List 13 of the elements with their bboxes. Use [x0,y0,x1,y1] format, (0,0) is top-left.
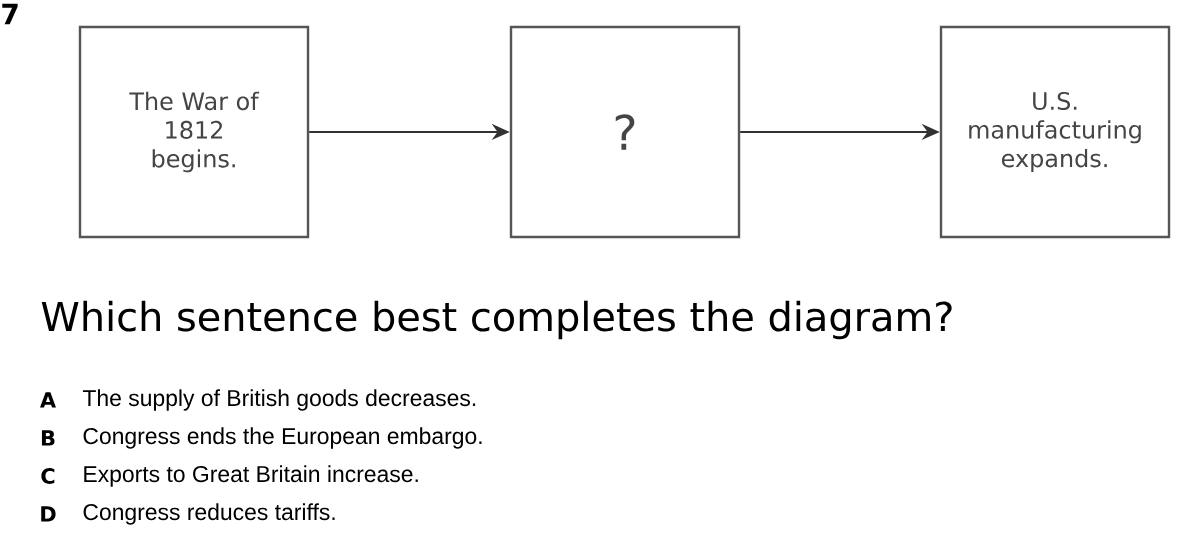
option-text: Exports to Great Britain increase. [84,465,418,487]
question-text: Which sentence best completes the diagram? [41,300,952,340]
option-letter: B [41,430,55,446]
option-text: Congress reduces tariffs. [83,503,335,525]
option-text: The supply of British goods decreases. [82,389,476,411]
option-letter: D [41,506,56,522]
process-box: U.S. manufacturing expands. [939,25,1171,239]
option-letter: A [40,392,56,408]
option-text: Congress ends the European embargo. [83,427,482,449]
option-letter: C [41,468,55,484]
process-box: The War of 1812 begins. [78,25,310,239]
question-number: 7 [2,3,18,25]
process-box: ? [509,25,741,239]
